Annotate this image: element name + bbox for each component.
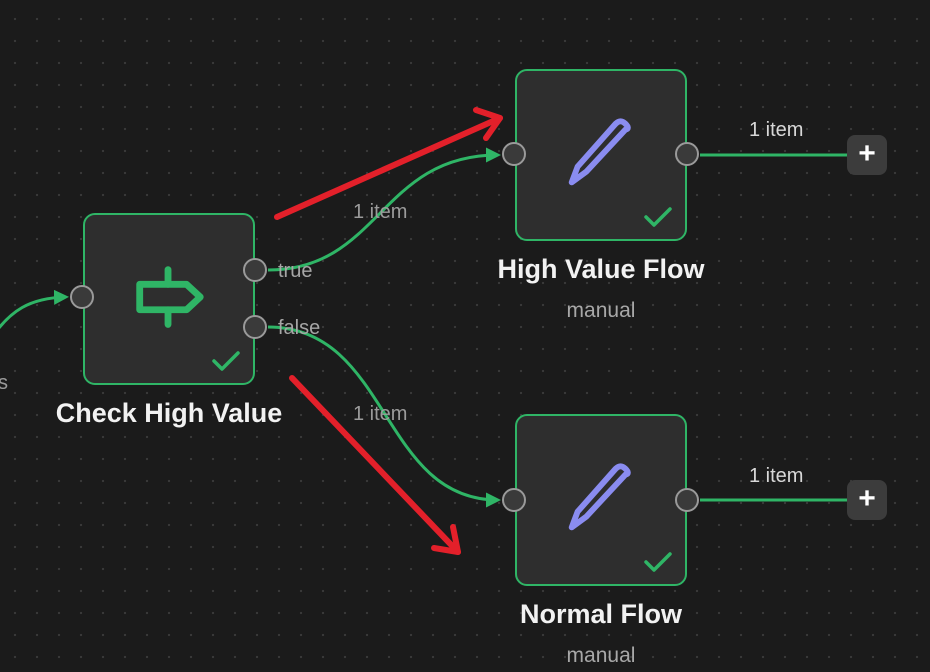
- check-node-false-port[interactable]: [243, 315, 267, 339]
- incoming-connection[interactable]: [0, 289, 69, 340]
- high-value-flow-node[interactable]: [515, 69, 687, 241]
- normal-add-node-button[interactable]: +: [847, 480, 887, 520]
- signpost-icon: [136, 266, 204, 328]
- high-output-label: 1 item: [749, 119, 804, 141]
- plus-icon: +: [858, 137, 876, 170]
- normal-flow-node[interactable]: [515, 414, 687, 586]
- false-port-label: false: [278, 317, 321, 339]
- checkmark-icon: [644, 207, 672, 227]
- plus-icon: +: [858, 482, 876, 515]
- high-node-title: High Value Flow: [497, 254, 705, 284]
- checkmark-icon: [212, 351, 240, 371]
- high-node-subtitle: manual: [566, 299, 636, 322]
- high-node-input-port[interactable]: [502, 142, 526, 166]
- true-connection-label: 1 item: [353, 201, 408, 223]
- check-node-input-port[interactable]: [70, 285, 94, 309]
- check-node-title: Check High Value: [55, 398, 283, 428]
- incoming-connection-label: s: [0, 372, 8, 394]
- normal-node-title: Normal Flow: [519, 599, 682, 629]
- normal-node-subtitle: manual: [566, 644, 636, 667]
- high-add-node-button[interactable]: +: [847, 135, 887, 175]
- normal-node-input-port[interactable]: [502, 488, 526, 512]
- pencil-icon: [568, 118, 631, 186]
- checkmark-icon: [644, 552, 672, 572]
- check-high-value-node[interactable]: [83, 213, 255, 385]
- normal-node-output-port[interactable]: [675, 488, 699, 512]
- normal-output-label: 1 item: [749, 465, 804, 487]
- check-node-true-port[interactable]: [243, 258, 267, 282]
- pencil-icon: [568, 463, 631, 531]
- false-connection-label: 1 item: [353, 403, 408, 425]
- high-node-output-port[interactable]: [675, 142, 699, 166]
- true-port-label: true: [278, 260, 313, 282]
